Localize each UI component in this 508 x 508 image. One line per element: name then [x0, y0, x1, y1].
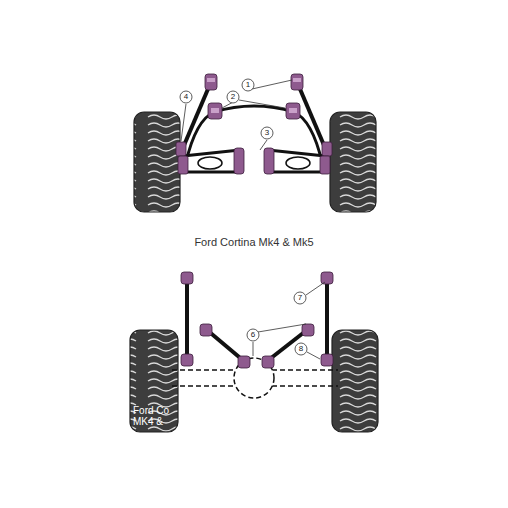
callout-number: 2 — [231, 93, 235, 101]
tyre — [130, 330, 178, 432]
tyre — [134, 112, 180, 212]
lower-arm — [183, 150, 240, 172]
callout-number: 7 — [298, 294, 302, 302]
diagram-title: Ford Cortina Mk4 & Mk5 — [194, 236, 313, 248]
callout-number: 6 — [251, 331, 255, 339]
callout-number: 4 — [184, 93, 188, 101]
callout-circle — [247, 292, 307, 355]
rear-axle — [172, 358, 338, 398]
callout-number: 3 — [265, 129, 269, 137]
front-suspension — [134, 74, 376, 212]
rear-suspension — [130, 272, 378, 432]
callout-number: 8 — [299, 345, 303, 353]
tyre — [332, 330, 378, 432]
lower-arm — [268, 150, 325, 172]
callout-number: 1 — [246, 81, 250, 89]
callout-circle — [180, 79, 273, 139]
damper — [325, 280, 329, 360]
damper — [185, 280, 189, 360]
bush — [181, 272, 333, 368]
bush — [176, 74, 332, 174]
watermark-text: Ford Co MK4 & — [133, 405, 173, 427]
tyre — [330, 112, 376, 212]
